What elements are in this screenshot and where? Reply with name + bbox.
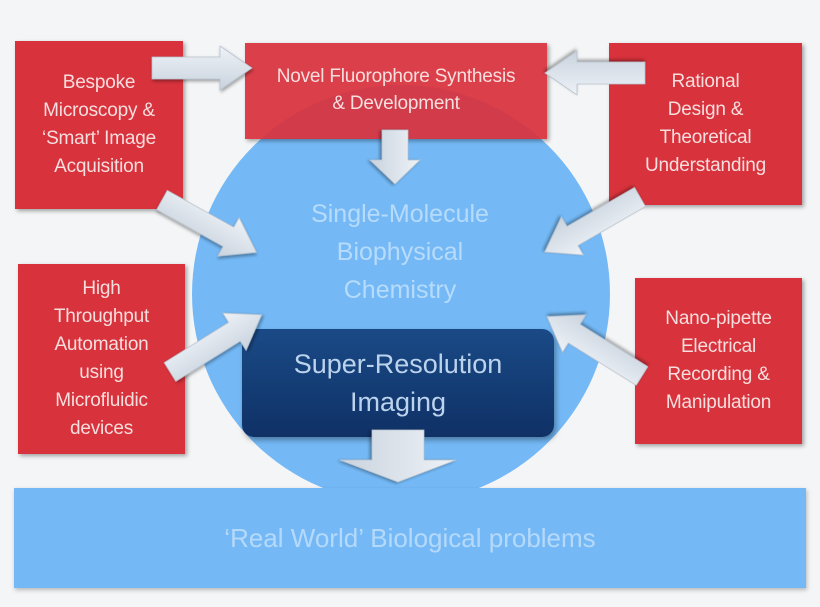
super-resolution-box: Super-Resolution Imaging xyxy=(242,329,554,437)
real-world-bar: ‘Real World’ Biological problems xyxy=(14,488,806,588)
sr-line: Imaging xyxy=(349,387,447,417)
box-line: Electrical xyxy=(680,336,757,357)
box-line: Design & xyxy=(667,99,744,120)
center-line: Single-Molecule xyxy=(311,200,489,228)
arrow-down-from-synthesis xyxy=(369,129,421,185)
arrow-down-to-real-world xyxy=(339,429,457,483)
box-rational-design: Rational Design & Theoretical Understand… xyxy=(609,43,802,205)
arrow-right-to-top xyxy=(544,50,646,96)
arrow-rational-to-core xyxy=(544,186,647,256)
box-high-throughput: High Throughput Automation using Microfl… xyxy=(18,264,185,454)
box-line: devices xyxy=(69,418,134,439)
box-line: Acquisition xyxy=(54,156,144,177)
box-line: ‘Smart’ Image xyxy=(42,128,156,149)
center-line: Chemistry xyxy=(343,276,457,304)
box-line: & Development xyxy=(332,93,460,114)
box-line: Microscopy & xyxy=(43,100,155,121)
box-line: using xyxy=(79,362,124,383)
box-line: Understanding xyxy=(645,155,766,176)
box-line: Manipulation xyxy=(665,392,772,413)
box-nano-pipette: Nano-pipette Electrical Recording & Mani… xyxy=(635,278,802,444)
box-line: Bespoke xyxy=(62,72,136,93)
sr-line: Super-Resolution xyxy=(293,349,503,379)
box-line: Theoretical xyxy=(659,127,752,148)
box-line: Novel Fluorophore Synthesis xyxy=(276,66,516,87)
arrow-bespoke-to-core xyxy=(156,189,258,257)
box-line: High xyxy=(82,278,121,299)
arrow-nanopipette-to-core xyxy=(546,314,649,386)
real-world-label: ‘Real World’ Biological problems xyxy=(224,522,596,553)
box-line: Recording & xyxy=(667,364,770,385)
arrow-throughput-to-core xyxy=(163,312,263,382)
center-line: Biophysical xyxy=(336,238,464,266)
box-bespoke-microscopy: Bespoke Microscopy & ‘Smart’ Image Acqui… xyxy=(15,41,183,209)
box-line: Nano-pipette xyxy=(665,308,772,329)
box-line: Microfluidic xyxy=(55,390,148,411)
box-line: Throughput xyxy=(53,306,150,327)
box-line: Automation xyxy=(54,334,149,355)
arrow-left-to-top xyxy=(151,45,253,91)
box-fluorophore-synthesis: Novel Fluorophore Synthesis & Developmen… xyxy=(245,43,547,139)
center-label: Single-Molecule Biophysical Chemistry xyxy=(230,195,570,309)
box-line: Rational xyxy=(671,71,740,92)
